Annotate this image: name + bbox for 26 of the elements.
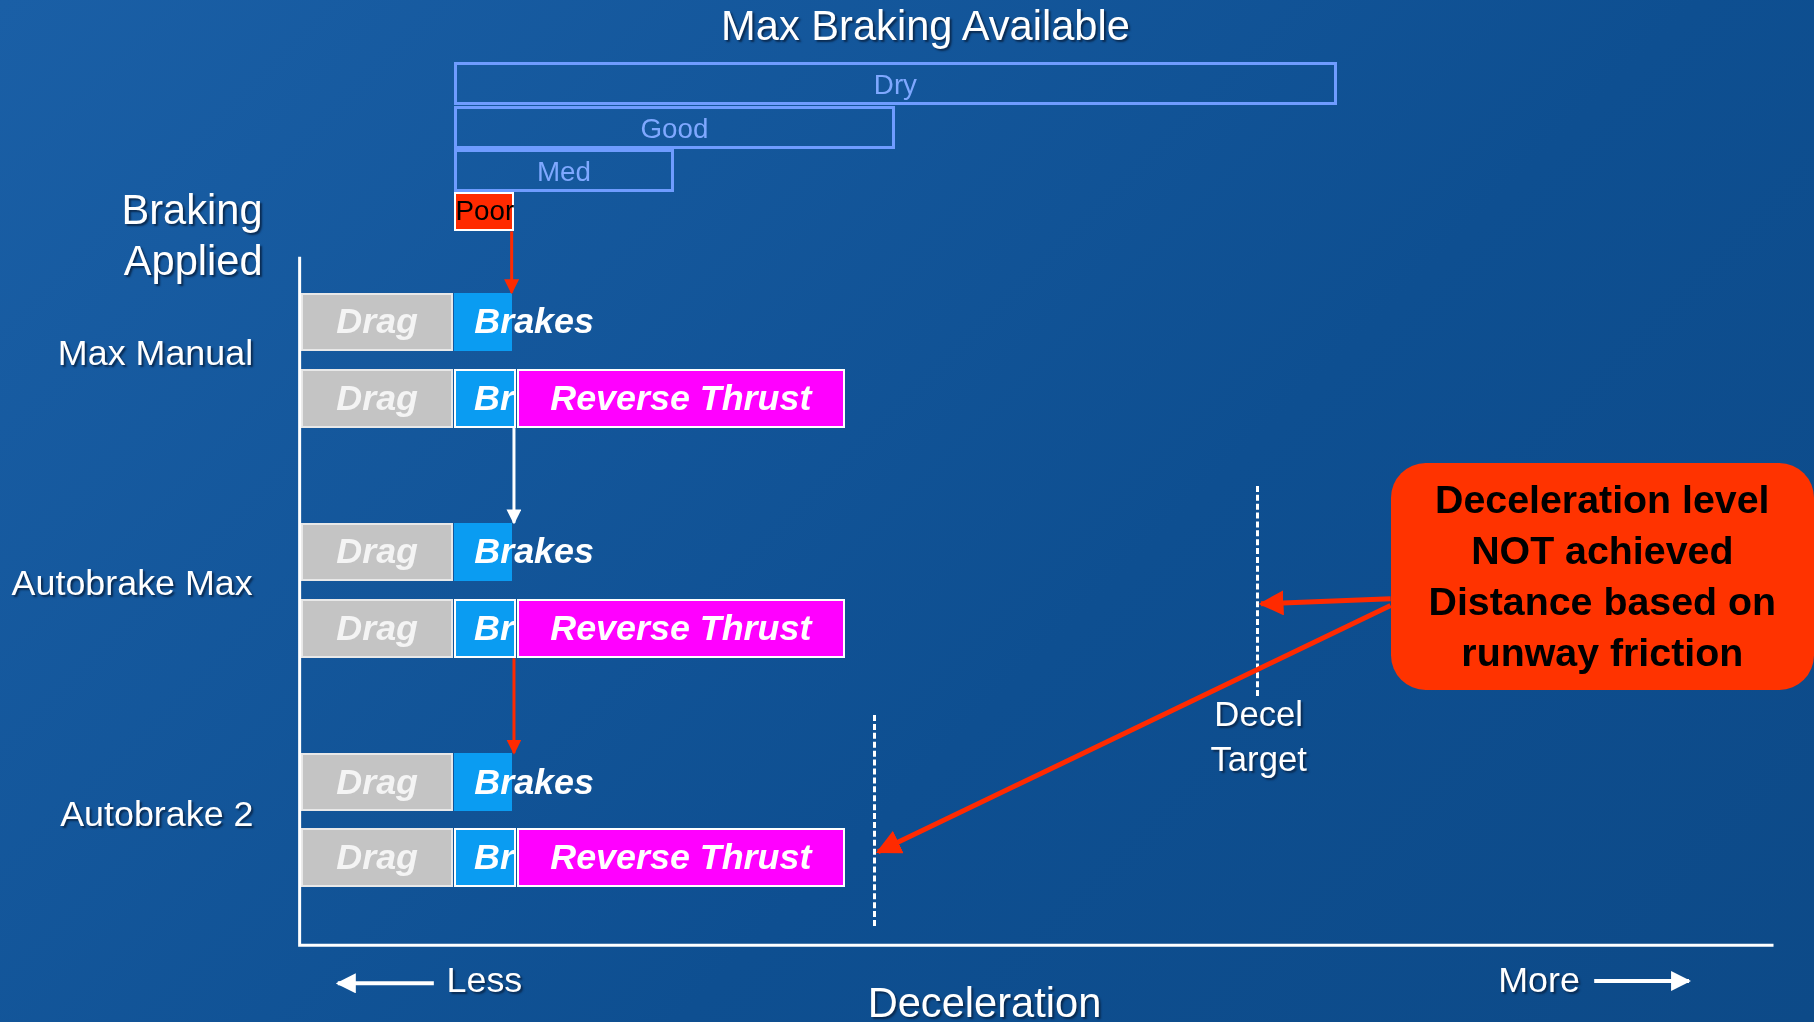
reverse-thrust-bar: Reverse Thrust (517, 828, 845, 888)
surface-bar: Dry (453, 62, 1338, 106)
axis-title: Deceleration (867, 978, 1102, 1022)
surface-bar: Good (453, 106, 896, 150)
axis-title: Braking Applied (121, 185, 263, 286)
brakes-bar: Br (453, 599, 516, 659)
arrow (506, 658, 522, 755)
reverse-thrust-bar: Reverse Thrust (517, 369, 845, 429)
axis-end-label: Less (446, 960, 523, 1002)
callout-box: Deceleration level NOT achieved Distance based on runway friction (1390, 462, 1814, 690)
brakes-bar: Br (453, 828, 516, 888)
axis-end-label: More (1498, 960, 1580, 1002)
title: Max Braking Available (720, 2, 1131, 51)
brakes-bar: Br (453, 369, 516, 429)
surface-bar: Med (453, 149, 675, 193)
arrow (1258, 590, 1391, 616)
reverse-thrust-bar: Reverse Thrust (517, 599, 845, 659)
row-label: Max Manual (57, 333, 254, 375)
row-label: Autobrake Max (11, 563, 253, 605)
arrow (506, 428, 522, 525)
arrow (504, 231, 520, 295)
dashed-line (873, 714, 879, 926)
arrow (875, 603, 1392, 855)
dashed-line (1256, 485, 1261, 697)
line-caption: Decel Target (1209, 693, 1308, 780)
row-label: Autobrake 2 (60, 793, 254, 835)
